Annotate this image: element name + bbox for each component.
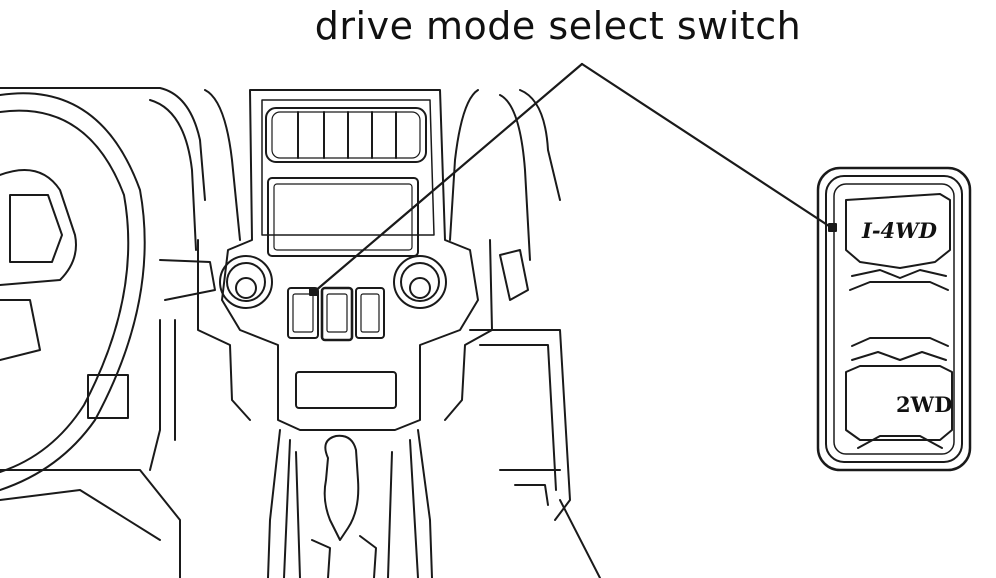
console-switch-bank <box>287 286 385 342</box>
switch-label-2wd: 2WD <box>896 392 953 417</box>
leader-lines <box>309 62 837 296</box>
right-dash <box>469 89 571 521</box>
drive-mode-switch-enlarged <box>816 166 972 472</box>
center-console <box>197 89 493 578</box>
left-knob <box>219 255 273 309</box>
floor <box>0 469 601 578</box>
callout-label: drive mode select switch <box>314 4 802 48</box>
left-dash <box>0 87 216 471</box>
gear-shifter <box>295 434 393 578</box>
steering-wheel <box>0 92 146 491</box>
right-knob <box>393 255 447 309</box>
switch-label-4wd: I-4WD <box>862 218 937 243</box>
